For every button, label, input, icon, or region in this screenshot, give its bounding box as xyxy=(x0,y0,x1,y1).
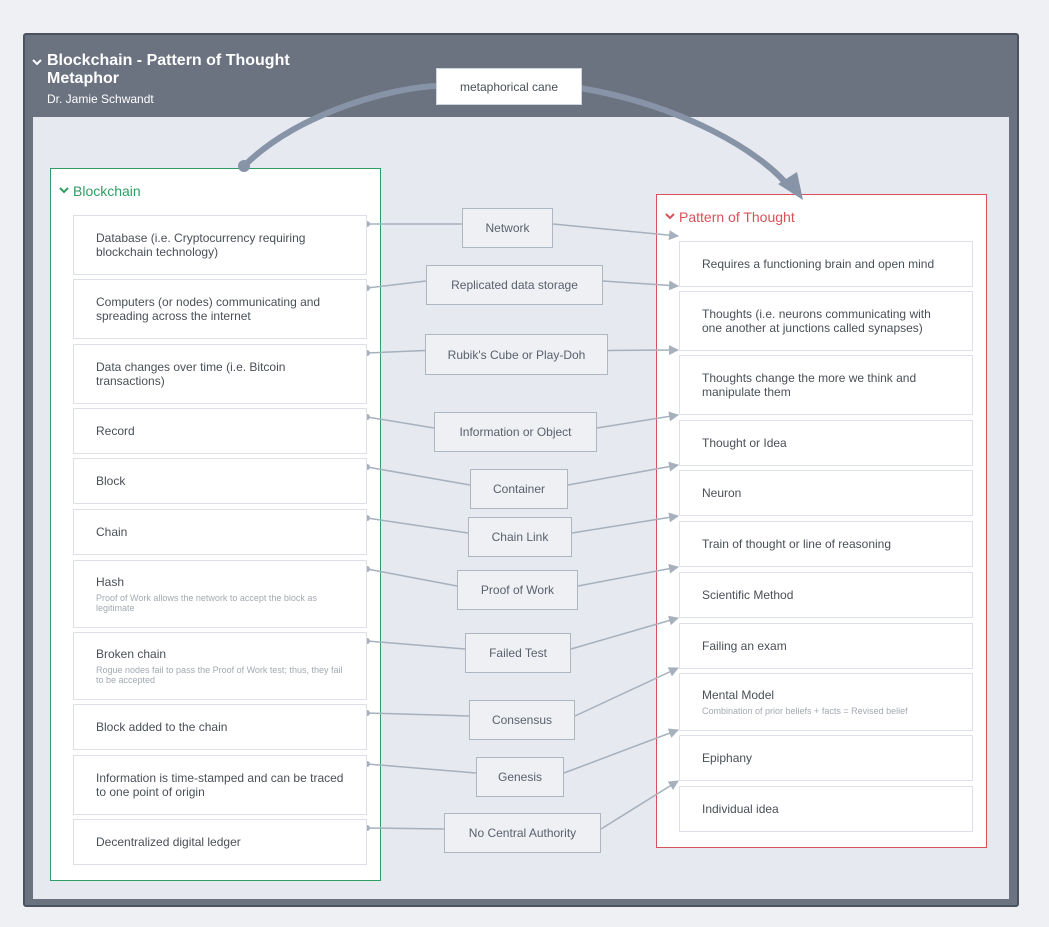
link-connector xyxy=(366,640,466,650)
thought-node[interactable]: Individual idea xyxy=(679,786,973,832)
node-label: Thoughts (i.e. neurons communicating wit… xyxy=(702,307,931,335)
link-connector xyxy=(366,349,426,354)
link-label[interactable]: Information or Object xyxy=(434,412,597,452)
node-note: Proof of Work allows the network to acce… xyxy=(96,593,317,613)
node-label: Requires a functioning brain and open mi… xyxy=(702,257,935,271)
node-label: Scientific Method xyxy=(702,588,794,602)
blockchain-node[interactable]: Block xyxy=(73,458,367,504)
node-label: Broken chain xyxy=(96,647,167,661)
node-label: Mental Model xyxy=(702,688,775,702)
group-title: Pattern of Thought xyxy=(679,209,795,225)
node-label: Neuron xyxy=(702,486,742,500)
link-connector xyxy=(600,780,679,830)
link-connector xyxy=(577,563,679,587)
cane-connector xyxy=(579,85,793,190)
blockchain-node[interactable]: Decentralized digital ledger xyxy=(73,819,367,865)
link-connector xyxy=(366,517,469,534)
blockchain-node[interactable]: Block added to the chain xyxy=(73,704,367,750)
link-label[interactable]: Proof of Work xyxy=(457,570,578,610)
thought-node[interactable]: Requires a functioning brain and open mi… xyxy=(679,241,973,287)
diagram-title: Blockchain - Pattern of Thought Metaphor xyxy=(47,52,290,87)
cane-connector xyxy=(241,83,441,169)
link-connector xyxy=(366,280,427,289)
link-connector xyxy=(552,223,679,241)
node-label: Information is time-stamped and can be t… xyxy=(96,771,344,799)
thought-node[interactable]: Failing an exam xyxy=(679,623,973,669)
node-label: Train of thought or line of reasoning xyxy=(702,537,892,551)
diagram-subtitle: Dr. Jamie Schwandt xyxy=(47,92,154,106)
chevron-down-icon[interactable] xyxy=(59,185,69,197)
link-label[interactable]: Chain Link xyxy=(468,517,572,557)
node-label: Computers (or nodes) communicating and s… xyxy=(96,295,321,323)
link-label[interactable]: Failed Test xyxy=(465,633,571,673)
node-note: Combination of prior beliefs + facts = R… xyxy=(702,706,908,716)
cane-start-dot xyxy=(238,160,250,172)
node-label: Failing an exam xyxy=(702,639,787,653)
link-label[interactable]: Network xyxy=(462,208,553,248)
blockchain-node[interactable]: Data changes over time (i.e. Bitcoin tra… xyxy=(73,344,367,404)
node-label: Hash xyxy=(96,575,125,589)
node-label: Database (i.e. Cryptocurrency requiring … xyxy=(96,231,306,259)
chevron-down-icon[interactable] xyxy=(665,211,675,223)
arrowhead-icon xyxy=(778,172,803,200)
link-connector xyxy=(366,416,435,429)
blockchain-node[interactable]: Record xyxy=(73,408,367,454)
link-connector xyxy=(607,345,679,356)
chevron-down-icon[interactable] xyxy=(31,56,43,69)
node-label: Individual idea xyxy=(702,802,779,816)
thought-node[interactable]: Epiphany xyxy=(679,735,973,781)
link-connector xyxy=(366,712,470,717)
link-label[interactable]: Replicated data storage xyxy=(426,265,603,305)
link-label[interactable]: Rubik's Cube or Play-Doh xyxy=(425,334,608,375)
link-connector xyxy=(366,763,477,774)
node-label: Record xyxy=(96,424,135,438)
thought-node[interactable]: Neuron xyxy=(679,470,973,516)
thought-node[interactable]: Scientific Method xyxy=(679,572,973,618)
node-label: Thought or Idea xyxy=(702,436,787,450)
link-connector xyxy=(366,568,458,587)
link-connector xyxy=(563,728,679,774)
link-label[interactable]: Container xyxy=(470,469,568,509)
link-connector xyxy=(570,615,679,650)
link-connector xyxy=(366,466,471,486)
node-label: Block added to the chain xyxy=(96,720,228,734)
blockchain-node[interactable]: Computers (or nodes) communicating and s… xyxy=(73,279,367,339)
link-label[interactable]: No Central Authority xyxy=(444,813,601,853)
node-label: Block xyxy=(96,474,126,488)
link-connector xyxy=(366,827,445,830)
link-connector xyxy=(596,411,679,429)
blockchain-node[interactable]: Chain xyxy=(73,509,367,555)
thought-node[interactable]: Thoughts (i.e. neurons communicating wit… xyxy=(679,291,973,351)
link-connector xyxy=(567,461,679,486)
link-connector xyxy=(602,280,679,291)
cane-link-label[interactable]: metaphorical cane xyxy=(436,68,582,105)
node-label: Data changes over time (i.e. Bitcoin tra… xyxy=(96,360,286,388)
blockchain-node[interactable]: Information is time-stamped and can be t… xyxy=(73,755,367,815)
group-title: Blockchain xyxy=(73,183,141,199)
link-connector xyxy=(571,512,679,534)
blockchain-node[interactable]: Database (i.e. Cryptocurrency requiring … xyxy=(73,215,367,275)
node-label: Thoughts change the more we think and ma… xyxy=(702,371,917,399)
node-note: Rogue nodes fail to pass the Proof of Wo… xyxy=(96,665,343,685)
link-label[interactable]: Consensus xyxy=(469,700,575,740)
thought-node[interactable]: Thought or Idea xyxy=(679,420,973,466)
node-label: Decentralized digital ledger xyxy=(96,835,241,849)
link-connector xyxy=(574,667,679,717)
thought-node[interactable]: Thoughts change the more we think and ma… xyxy=(679,355,973,415)
thought-node[interactable]: Train of thought or line of reasoning xyxy=(679,521,973,567)
link-label[interactable]: Genesis xyxy=(476,757,564,797)
frame-header: Blockchain - Pattern of Thought Metaphor… xyxy=(25,35,1017,117)
node-label: Epiphany xyxy=(702,751,753,765)
node-label: Chain xyxy=(96,525,128,539)
